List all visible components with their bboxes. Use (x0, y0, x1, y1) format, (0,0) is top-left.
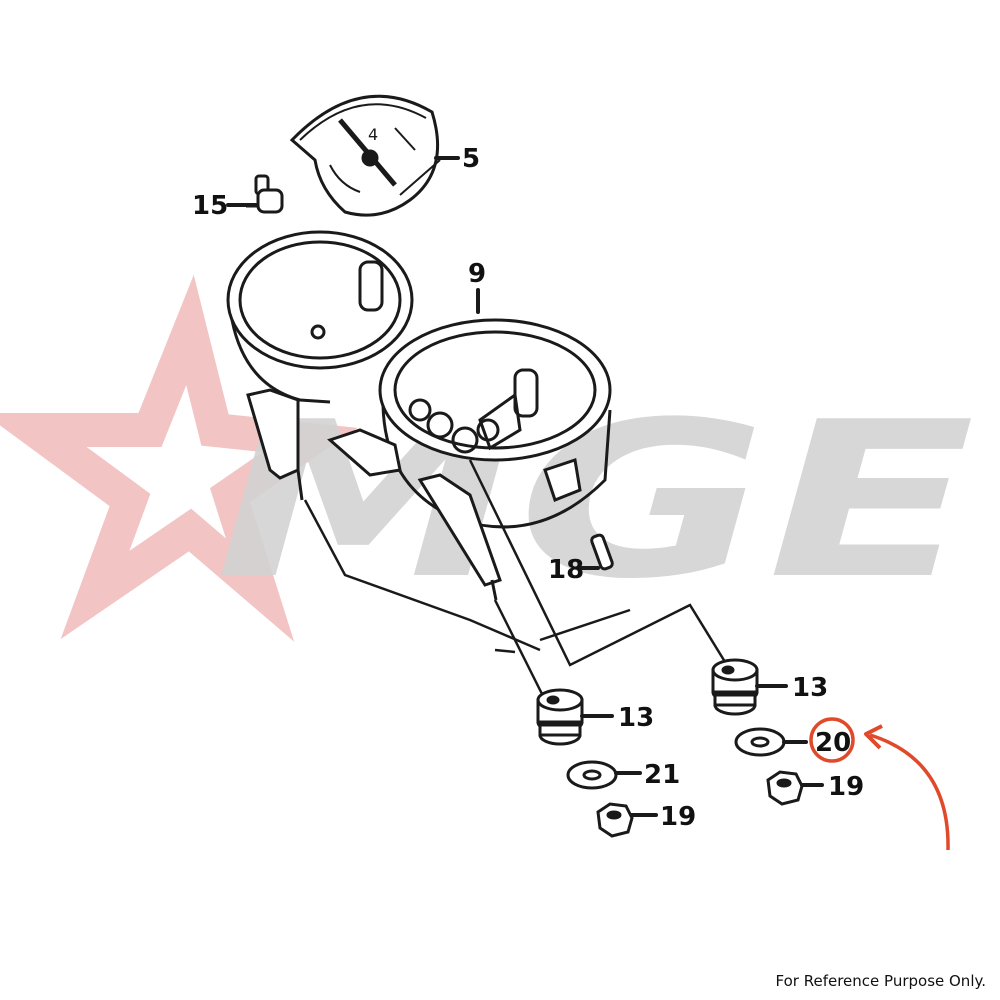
highlight-part-20 (809, 717, 950, 851)
callout-19-right: 19 (828, 772, 864, 802)
part-5-gauge-face: 4 (289, 94, 441, 217)
callout-18: 18 (548, 555, 584, 585)
part-13-right-grommet (711, 658, 759, 716)
svg-text:4: 4 (368, 125, 378, 144)
part-19-left-nut (596, 802, 634, 838)
assembly-lines (303, 459, 732, 701)
highlight-arrow-icon (869, 733, 950, 851)
callout-13-right: 13 (792, 673, 828, 703)
part-19-right-nut (766, 770, 804, 806)
part-9-meter-case (226, 230, 612, 601)
callout-15: 15 (192, 191, 228, 221)
callout-13-left: 13 (618, 703, 654, 733)
callout-20: 20 (815, 728, 851, 758)
callout-labels: 5 15 9 18 13 13 21 20 19 19 (192, 144, 864, 832)
highlight-arrowhead (864, 724, 883, 750)
callout-9: 9 (468, 259, 486, 289)
part-13-left-grommet (536, 688, 584, 746)
part-20-washer (734, 727, 786, 757)
callout-19-left: 19 (660, 802, 696, 832)
callout-leaders (226, 156, 824, 817)
highlight-ring (809, 717, 855, 763)
part-21-washer (566, 760, 618, 790)
reference-note: For Reference Purpose Only. (775, 972, 986, 990)
part-18-screw (590, 533, 614, 571)
callout-5: 5 (462, 144, 480, 174)
callout-21: 21 (644, 760, 680, 790)
